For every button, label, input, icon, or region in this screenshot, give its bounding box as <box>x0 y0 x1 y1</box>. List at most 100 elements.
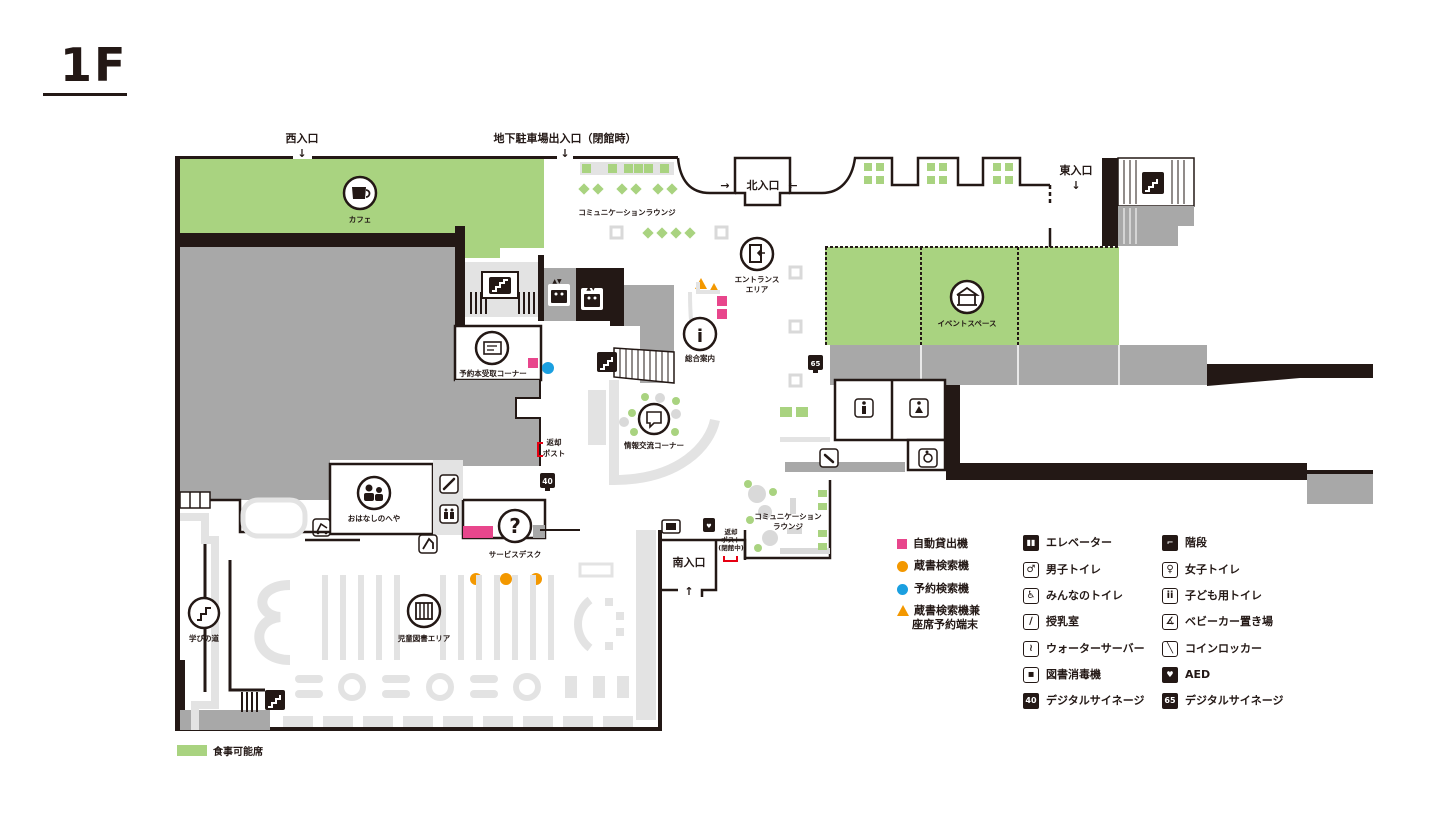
water-server-icon: ≀ <box>1023 641 1039 657</box>
legend-stroller-parking: ∡ ベビーカー置き場 <box>1162 614 1273 630</box>
info-exchange-corner[interactable]: 情報交流コーナー <box>588 380 720 486</box>
children-shelves <box>240 497 656 727</box>
svg-text:♥: ♥ <box>706 523 711 530</box>
water-server-icon <box>418 534 438 554</box>
nursing-room-icon: ∕ <box>1023 614 1039 630</box>
auto-checkout-marker <box>528 358 538 368</box>
legend-digital-signage-40: 40 デジタルサイネージ <box>1023 693 1145 709</box>
west-entrance-label: 西入口 <box>286 132 319 145</box>
entrance-area-label-2: エリア <box>746 285 769 294</box>
coin-locker-icon: ╲ <box>1162 641 1178 657</box>
orange-triangle-icon <box>897 605 909 616</box>
ne-stair-block <box>1102 157 1195 246</box>
womens-toilet-icon: ♀ <box>1162 562 1178 578</box>
legend-stairs: ⌐ 階段 <box>1162 535 1207 551</box>
lounge-planters <box>780 407 808 417</box>
legend-womens-toilet: ♀ 女子トイレ <box>1162 562 1240 578</box>
book-sanitizer-icon: ▪ <box>1023 667 1039 683</box>
storytelling-room[interactable]: おはなしのへや <box>328 462 435 536</box>
floor-title-rule <box>43 93 127 96</box>
event-space[interactable]: イベントスペース <box>825 246 1119 345</box>
north-arrow-right-icon: ← <box>788 179 797 192</box>
info-exchange-label: 情報交流コーナー <box>623 440 684 450</box>
east-gray-band <box>830 345 1373 504</box>
return-post-label-1: 返却 <box>547 437 562 447</box>
south-entrance-label: 南入口 <box>673 555 706 569</box>
legend-auto-checkout: 自動貸出機 <box>897 537 968 551</box>
building-walls <box>175 156 678 731</box>
east-entrance-label: 東入口 <box>1060 163 1093 177</box>
legend-book-sanitizer: ▪ 図書消毒機 <box>1023 667 1101 683</box>
legend-catalog-search: 蔵書検索機 <box>897 559 969 573</box>
legend-aed: ♥ AED <box>1162 667 1210 683</box>
auto-checkout-markers <box>717 296 727 319</box>
entrance-area-marker: エントランス エリア <box>735 236 780 294</box>
parking-entrance-label: 地下駐車場出入口（閉館時） <box>494 131 637 145</box>
storytelling-room-label: おはなしのへや <box>348 513 401 523</box>
svg-text:40: 40 <box>542 477 552 486</box>
service-desk[interactable]: ? サービスデスク <box>461 498 547 559</box>
accessible-toilet-icon: ♿ <box>1023 588 1039 604</box>
reserved-pickup-corner[interactable]: 予約本受取コーナー <box>453 324 543 382</box>
east-entrance-arrow-icon: ↓ <box>1071 179 1080 192</box>
toilet-block <box>780 378 947 472</box>
south-entrance[interactable]: 南入口 ↑ ♥ 返却 ポスト (閉館中) <box>658 518 747 598</box>
nursing-room-icon <box>439 474 459 494</box>
wall-block <box>455 380 540 466</box>
closed-post-label-2: ポスト <box>721 535 741 544</box>
south-entrance-arrow-icon: ↑ <box>684 585 693 598</box>
learning-stairs-icon <box>197 607 211 621</box>
digital-signage-65-icon: 65 <box>808 355 823 373</box>
return-post-icon <box>537 442 543 457</box>
accessible-toilet-icon <box>918 448 938 468</box>
north-facade-planters <box>864 163 1013 184</box>
stairs-sw <box>241 690 285 712</box>
reserved-book-icon <box>483 341 502 355</box>
parking-entrance-arrow-icon: ↓ <box>560 147 569 160</box>
aed-icon <box>703 518 715 532</box>
chat-bubble-icon <box>646 411 662 429</box>
legend-digital-signage-65: 65 デジタルサイネージ <box>1162 693 1284 709</box>
closed-post-label-1: 返却 <box>725 527 739 536</box>
learning-road-label: 学びの道 <box>189 633 219 643</box>
children-books-area[interactable]: 児童図書エリア <box>397 593 451 643</box>
closed-post-label-3: (閉館中) <box>718 543 743 552</box>
north-facade <box>676 156 1052 247</box>
stroller-parking-icon <box>312 518 331 537</box>
central-staircase <box>597 347 675 384</box>
west-entrance-arrow-icon: ↓ <box>297 147 306 160</box>
community-lounge-right[interactable]: コミュニケーション ラウンジ <box>743 480 832 560</box>
svg-text:65: 65 <box>811 360 821 368</box>
service-desk-label: サービスデスク <box>489 549 542 559</box>
pink-square-icon <box>897 539 907 549</box>
legend-mens-toilet: ♂ 男子トイレ <box>1023 562 1101 578</box>
closed-stack-area <box>180 247 455 500</box>
community-lounge-right-label-2: ラウンジ <box>773 522 803 531</box>
wall <box>538 255 544 321</box>
mens-toilet-icon: ♂ <box>1023 562 1039 578</box>
general-info-desk[interactable]: i 総合案内 <box>682 291 718 363</box>
digital-signage-65-icon: 65 <box>1162 693 1178 709</box>
kids-toilet-icon: ii <box>1162 588 1178 604</box>
legend-water-server: ≀ ウォーターサーバー <box>1023 641 1145 657</box>
coffee-cup-icon <box>352 187 366 199</box>
legend-kids-toilet: ii 子ども用トイレ <box>1162 588 1262 604</box>
cafe-area-extension <box>462 233 544 258</box>
auto-checkout-marker <box>463 526 493 538</box>
general-info-label: 総合案内 <box>685 353 715 363</box>
digital-signage-40-icon: 40 <box>540 473 555 491</box>
legend-accessible-toilet: ♿ みんなのトイレ <box>1023 588 1123 604</box>
info-icon: i <box>697 326 703 347</box>
reserved-pickup-label: 予約本受取コーナー <box>459 368 527 378</box>
entrance-area-label-1: エントランス <box>735 275 780 284</box>
orange-dot-icon <box>897 560 908 572</box>
story-people-icon <box>364 484 383 501</box>
legend-reservation-search: 予約検索機 <box>897 582 969 596</box>
learning-road-path: 学びの道 <box>179 491 221 730</box>
legend-seat-reservation: 蔵書検索機兼 座席予約端末 <box>897 604 980 632</box>
cafe-label: カフェ <box>349 215 372 224</box>
stairs-icon: ⌐ <box>1162 535 1178 551</box>
blue-dot-icon <box>897 583 908 595</box>
legend-elevator: ▮▮ エレベーター <box>1023 535 1112 551</box>
